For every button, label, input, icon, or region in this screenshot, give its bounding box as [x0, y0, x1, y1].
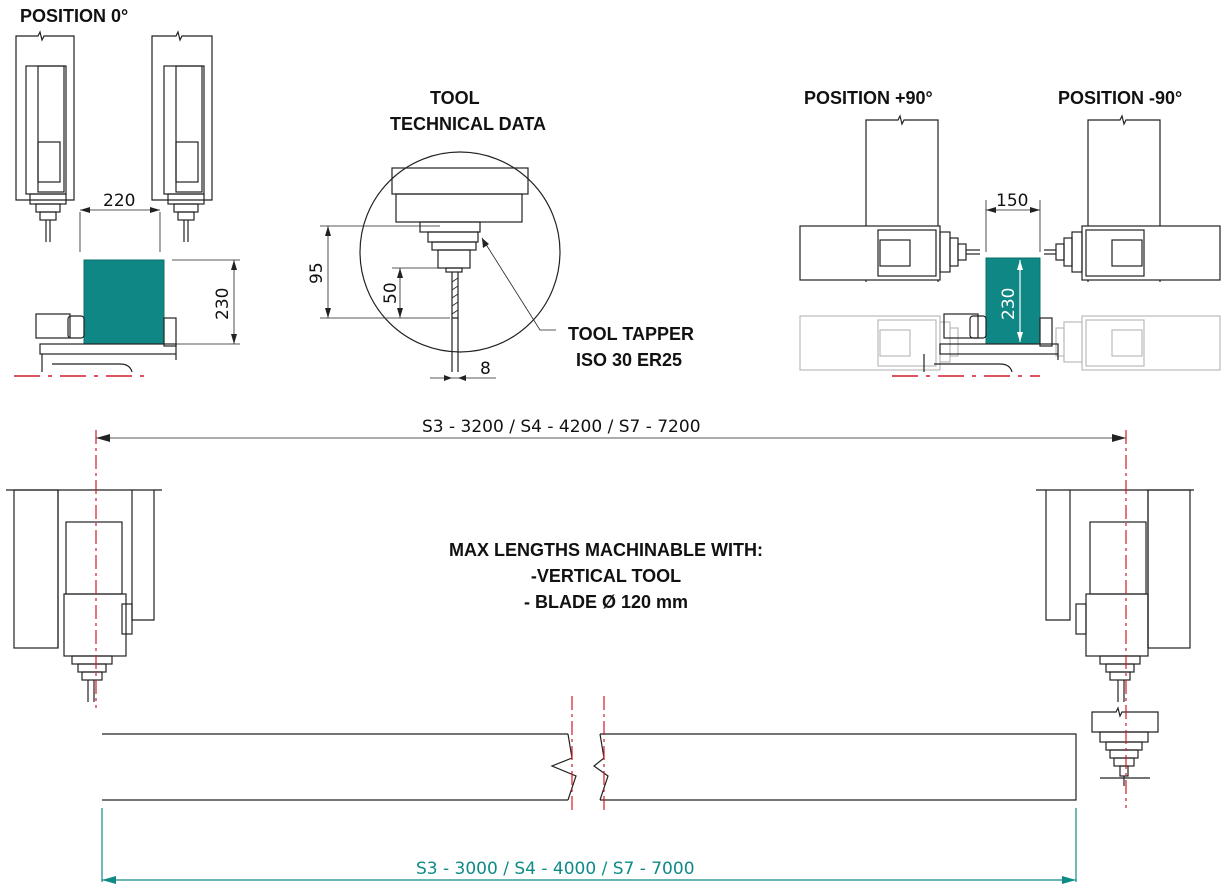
dimension-150: 150: [985, 191, 1041, 252]
tool-tapper-title-2: ISO 30 ER25: [576, 350, 682, 370]
tool-data-title-1: TOOL: [430, 88, 480, 108]
blade-spindle: [1091, 706, 1159, 786]
spindle-head-right: [151, 30, 213, 242]
ghost-spindle-plus90: [799, 315, 959, 371]
spindle-head-minus90: [1044, 114, 1221, 282]
vise-fixture-0: [35, 313, 177, 373]
dimension-total-travel: S3 - 3200 / S4 - 4200 / S7 - 7200: [96, 417, 1126, 442]
position-minus90-title: POSITION -90°: [1058, 88, 1182, 108]
workpiece-block-0: [83, 259, 165, 345]
dimension-workpiece-length: S3 - 3000 / S4 - 4000 / S7 - 7000: [101, 808, 1077, 884]
tool-technical-data: TOOL TECHNICAL DATA 95: [307, 88, 694, 381]
position-0-view: POSITION 0°: [14, 6, 240, 377]
tool-detail-circle: [359, 151, 561, 353]
dimension-workpiece-length-label: S3 - 3000 / S4 - 4000 / S7 - 7000: [416, 859, 695, 879]
dimension-8-label: 8: [480, 359, 491, 379]
tool-tapper-title-1: TOOL TAPPER: [568, 324, 694, 344]
vise-fixture-90: [923, 313, 1059, 373]
dimension-230-pos90-label: 230: [999, 288, 1019, 320]
dimension-95-label: 95: [307, 262, 327, 284]
dimension-220-label: 220: [103, 191, 135, 211]
max-lengths-line-2: -VERTICAL TOOL: [531, 566, 681, 586]
dimension-150-label: 150: [996, 191, 1028, 211]
max-lengths-line-3: - BLADE Ø 120 mm: [524, 592, 688, 612]
spindle-head-lower-right: [1036, 489, 1194, 702]
dimension-50-label: 50: [381, 282, 401, 304]
ghost-spindle-minus90: [1055, 315, 1221, 371]
dimension-50: 50: [381, 267, 446, 318]
position-0-title: POSITION 0°: [20, 6, 128, 26]
dimension-8: 8: [430, 359, 496, 381]
workpiece-block-90: [985, 257, 1041, 345]
dimension-total-travel-label: S3 - 3200 / S4 - 4200 / S7 - 7200: [422, 417, 701, 437]
dimension-220: 220: [79, 191, 161, 252]
spindle-head-plus90: [799, 114, 980, 282]
dimension-230-pos90: 230: [999, 260, 1023, 342]
long-workpiece-bar: [102, 696, 1077, 812]
dimension-95: 95: [307, 225, 450, 319]
dimension-230-pos0: 230: [172, 259, 240, 345]
tool-data-title-2: TECHNICAL DATA: [390, 114, 546, 134]
dimension-230-pos0-label: 230: [213, 288, 233, 320]
spindle-head-left: [15, 30, 75, 242]
tool-holder: [391, 167, 529, 372]
position-90-view: POSITION +90° POSITION -90°: [799, 88, 1221, 377]
spindle-head-lower-left: [6, 489, 162, 702]
tool-tapper-leader: [481, 237, 556, 331]
position-plus90-title: POSITION +90°: [804, 88, 933, 108]
max-lengths-line-1: MAX LENGTHS MACHINABLE WITH:: [449, 540, 763, 560]
max-lengths-note: MAX LENGTHS MACHINABLE WITH: -VERTICAL T…: [449, 540, 763, 612]
